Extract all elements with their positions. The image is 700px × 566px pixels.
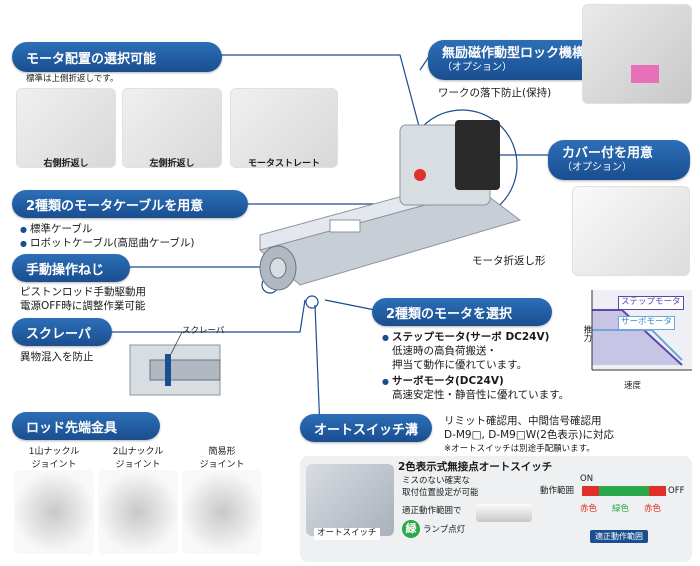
caption-right-fold: 右側折返し [43, 159, 89, 169]
cover-title-text: カバー付を用意 [562, 146, 654, 162]
auto-switch-title: オートスイッチ溝 [300, 414, 432, 442]
lock-title: 無励磁作動型ロック機構 （オプション） [428, 40, 600, 80]
range-diagram: 動作範囲 ON OFF 赤色 緑色 赤色 適正動作範囲 [540, 474, 690, 560]
scraper-title: スクレーパ [12, 318, 112, 346]
rod-end-simple: 簡易形 ジョイント [199, 447, 245, 470]
auto-switch-line2: D-M9□, D-M9□W(2色表示)に対応 [444, 429, 614, 441]
photo-simple-joint [182, 470, 262, 554]
inset-line2: 取付位置設定が可能 [402, 488, 479, 498]
caption-left-fold: 左側折返し [149, 159, 195, 169]
photo-cover [572, 186, 690, 276]
scraper-section [129, 331, 221, 396]
auto-switch-note: ※オートスイッチは別途手配願います。 [444, 444, 595, 454]
photo-lock [582, 4, 692, 104]
range-bar [582, 486, 666, 496]
manual-screw-line1: ピストンロッド手動駆動用 [20, 286, 146, 298]
range-on-label: ON [580, 474, 594, 484]
cable-item-robot: ロボットケーブル(高屈曲ケーブル) [20, 236, 194, 251]
range-bar-green [598, 486, 650, 496]
inset-switch-label: オートスイッチ [314, 528, 380, 540]
lock-title-text: 無励磁作動型ロック機構 [442, 46, 586, 62]
step-motor-head: ステップモータ(サーボ DC24V) [382, 330, 549, 345]
range-off-label: OFF [668, 486, 685, 496]
photo-right-fold [16, 88, 116, 168]
photo-left-fold [122, 88, 222, 168]
caption-straight: モータストレート [247, 159, 320, 169]
lock-pink-block [631, 65, 659, 83]
servo-motor-curve [592, 329, 683, 361]
rod-end-title: ロッド先端金具 [12, 412, 160, 440]
graph-series-step: ステップモータ [618, 296, 684, 310]
graph-ylabel: 推力 [581, 325, 592, 342]
range-green-label: 緑色 [612, 504, 630, 514]
range-label: 動作範囲 [540, 486, 575, 496]
range-red-right-label: 赤色 [644, 504, 662, 514]
inset-range-text: 適正動作範囲で [402, 506, 462, 516]
step-motor-line2: 押当て動作に優れています。 [392, 359, 528, 371]
motor-select-title: 2種類のモータを選択 [372, 298, 552, 326]
motor-layout-title: モータ配置の選択可能 [12, 42, 222, 72]
step-motor-line1: 低速時の高負荷搬送・ [392, 345, 497, 357]
step-motor-curve [592, 309, 683, 366]
range-bar-red-left [582, 486, 599, 496]
inset-line1: ミスのない確実な [402, 476, 471, 486]
auto-switch-line1: リミット確認用、中間信号確認用 [444, 415, 602, 427]
motor-layout-note: 標準は上側折返しです。 [26, 74, 119, 84]
green-lamp-icon: 緑 [402, 520, 420, 538]
inset-title: 2色表示式無接点オートスイッチ [398, 461, 553, 473]
motor-cable-title: 2種類のモータケーブルを用意 [12, 190, 248, 218]
proper-range-badge: 適正動作範囲 [590, 530, 648, 543]
inset-actuator-photo [306, 464, 394, 536]
rod-end-knuckle2: 2山ナックル ジョイント [112, 447, 164, 470]
servo-motor-line: 高速安定性・静音性に優れています。 [392, 389, 570, 401]
inset-lamp-row: 緑 ランプ点灯 [402, 520, 465, 538]
photo-straight [230, 88, 338, 168]
range-bar-red-right [649, 486, 666, 496]
graph-xlabel: 速度 [624, 381, 642, 391]
actuator-illustration [258, 120, 522, 291]
graph-series-servo: サーボモータ [618, 316, 676, 330]
servo-motor-head: サーボモータ(DC24V) [382, 374, 504, 389]
inset-lamp-text: ランプ点灯 [423, 525, 466, 535]
cover-title: カバー付を用意 （オプション） [548, 140, 690, 180]
scraper-label: スクレーパ [182, 326, 225, 336]
lock-option-text: （オプション） [442, 61, 512, 73]
cover-option-text: （オプション） [562, 161, 632, 173]
auto-switch-inset: オートスイッチ 2色表示式無接点オートスイッチ ミスのない確実な 取付位置設定が… [300, 456, 692, 562]
manual-screw-title: 手動操作ねじ [12, 254, 130, 282]
scraper-desc: 異物混入を防止 [20, 351, 94, 363]
sensor-photo [476, 504, 532, 522]
rod-end-knuckle1: 1山ナックル ジョイント [28, 447, 80, 470]
lock-desc: ワークの落下防止(保持) [438, 87, 552, 99]
motor-folded-label: モータ折返し形 [472, 255, 546, 267]
manual-screw-line2: 電源OFF時に調整作業可能 [20, 300, 146, 312]
cable-item-standard: 標準ケーブル [20, 222, 92, 237]
photo-knuckle1 [14, 470, 94, 554]
range-red-left-label: 赤色 [580, 504, 598, 514]
photo-knuckle2 [98, 470, 178, 554]
